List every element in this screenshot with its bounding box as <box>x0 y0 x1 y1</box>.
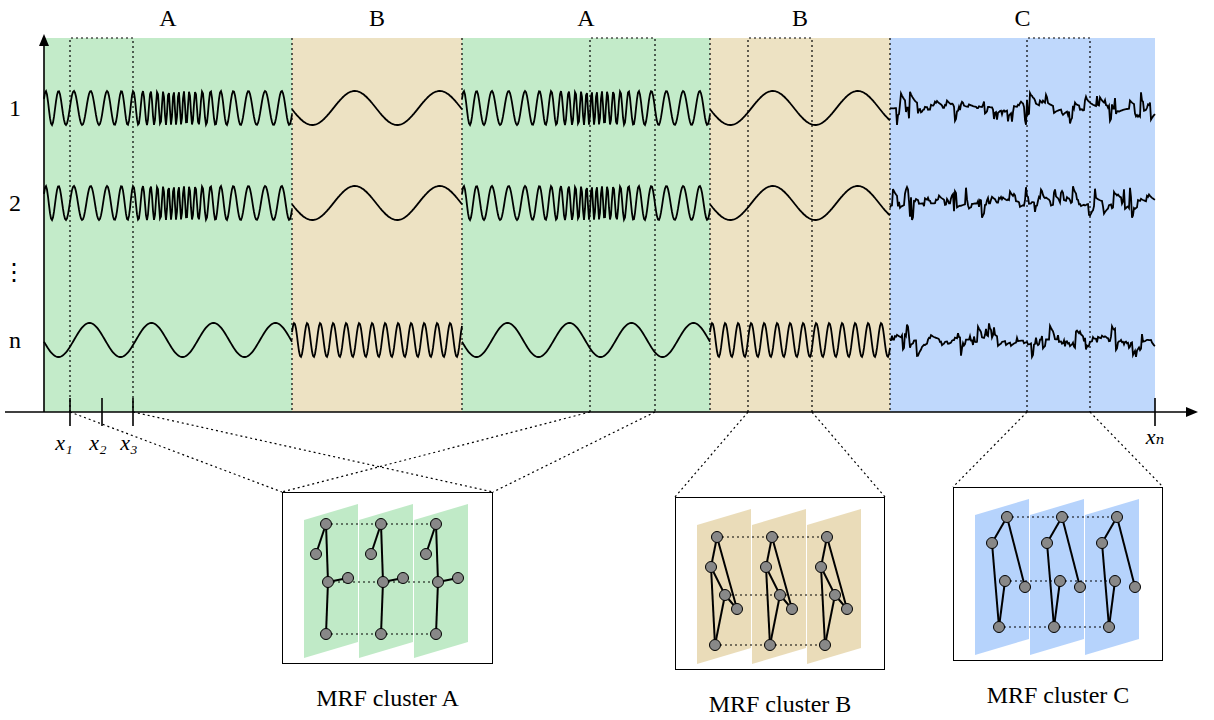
segment-label: B <box>710 4 890 32</box>
waveform <box>292 91 462 125</box>
waveform <box>292 323 462 357</box>
segment-band: C <box>890 38 1155 412</box>
waveform <box>890 323 1155 357</box>
waveform <box>44 186 292 220</box>
waveform <box>462 323 710 357</box>
mrf-caption: MRF cluster A <box>282 684 493 712</box>
segment-label: A <box>44 4 292 32</box>
leader-connector <box>282 412 655 492</box>
mrf-caption: MRF cluster C <box>953 681 1163 709</box>
segment-label: C <box>890 4 1155 32</box>
mrf-box: MRF cluster C <box>953 487 1163 709</box>
leader-connector <box>675 412 885 497</box>
waveform <box>890 186 1155 220</box>
segment-label: A <box>462 4 710 32</box>
axis-tick-label: x₁ <box>55 430 72 456</box>
channel-label: 2 <box>9 190 21 216</box>
segment-band: B <box>292 38 462 412</box>
channel-label: ⋮ <box>2 259 26 285</box>
mrf-caption: MRF cluster B <box>675 690 885 718</box>
mrf-frame <box>675 497 885 670</box>
waveform <box>710 186 890 220</box>
mrf-graph <box>953 487 1163 661</box>
leader-connector <box>70 412 493 492</box>
channel-label: n <box>9 327 21 353</box>
channel-label: 1 <box>9 95 21 121</box>
axis-tick-label: x₂ <box>89 430 106 456</box>
axes <box>5 34 1198 426</box>
mrf-box: MRF cluster B <box>675 497 885 718</box>
axis-tick-label: x₃ <box>120 430 137 456</box>
mrf-graph <box>282 492 493 664</box>
waveform <box>292 186 462 220</box>
waveform <box>710 323 890 357</box>
axis-tick-label: xₙ <box>1146 424 1165 450</box>
mrf-graph <box>675 497 885 670</box>
mrf-frame <box>282 492 493 664</box>
waveform <box>890 92 1155 125</box>
waveform <box>462 186 710 220</box>
waveform <box>44 91 1155 357</box>
waveform <box>710 91 890 125</box>
mrf-box: MRF cluster A <box>282 492 493 712</box>
dotted-divider <box>70 38 1090 412</box>
mrf-frame <box>953 487 1163 661</box>
leader-connector <box>953 412 1163 487</box>
waveform <box>44 323 292 357</box>
waveform <box>44 91 292 125</box>
waveform <box>462 91 710 125</box>
segment-label: B <box>292 4 462 32</box>
